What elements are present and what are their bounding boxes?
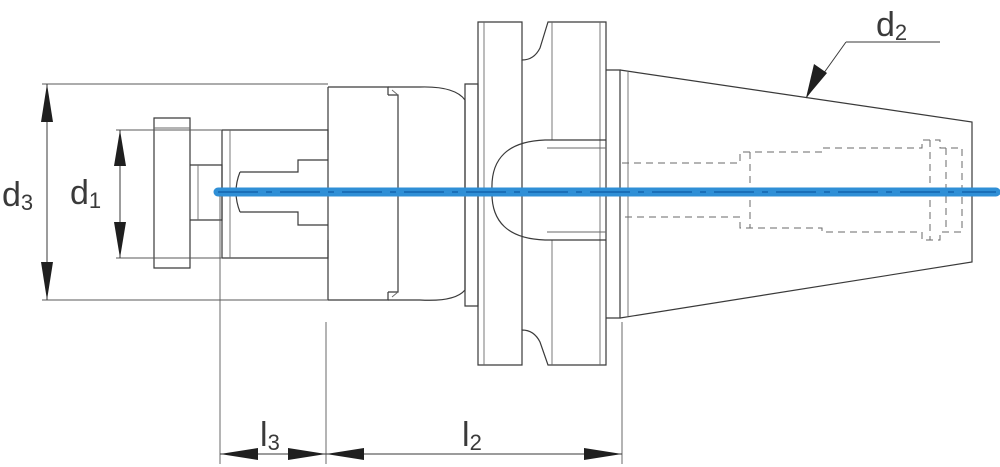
stud-flange	[153, 117, 191, 269]
label-d2: d2	[876, 6, 907, 45]
dimension-l3: l3	[219, 196, 327, 464]
label-l3: l3	[260, 416, 280, 455]
dimension-d3: d3	[2, 83, 328, 301]
label-d3: d3	[2, 176, 33, 215]
dimension-d1: d1	[70, 129, 222, 259]
dimension-d2: d2	[805, 6, 940, 99]
flange-left-ring	[477, 21, 607, 366]
dimension-l2: l2	[326, 322, 623, 464]
label-d1: d1	[70, 174, 101, 213]
label-l2: l2	[462, 416, 482, 455]
